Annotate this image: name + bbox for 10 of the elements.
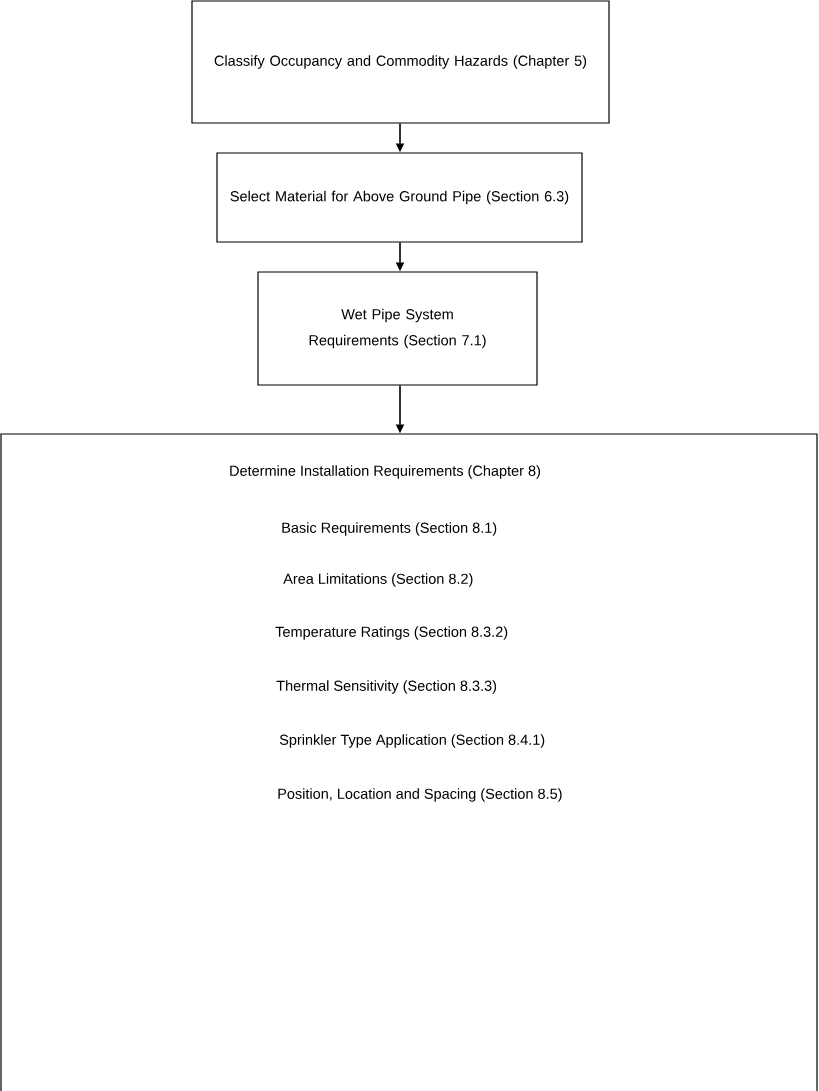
list-item: Thermal Sensitivity (Section 8.3.3) (276, 680, 497, 694)
list-item: Area Limitations (Section 8.2) (283, 573, 473, 587)
process-box: Select Material for Above Ground Pipe (Section 6.3) (216, 152, 583, 243)
list-item: Temperature Ratings (Section 8.3.2) (275, 626, 508, 640)
list-item: Position, Location and Spacing (Section 8.5) (278, 788, 562, 802)
process-box: Wet Pipe System Requirements (Section 7.1) (257, 271, 538, 386)
list-item: Sprinkler Type Application (Section 8.4.1) (279, 734, 545, 748)
list-item: Basic Requirements (Section 8.1) (282, 522, 497, 536)
process-box: Classify Occupancy and Commodity Hazards (Chapter 5) (191, 0, 610, 124)
heading-text: Determine Installation Requirements (Chapter 8) (230, 465, 540, 479)
